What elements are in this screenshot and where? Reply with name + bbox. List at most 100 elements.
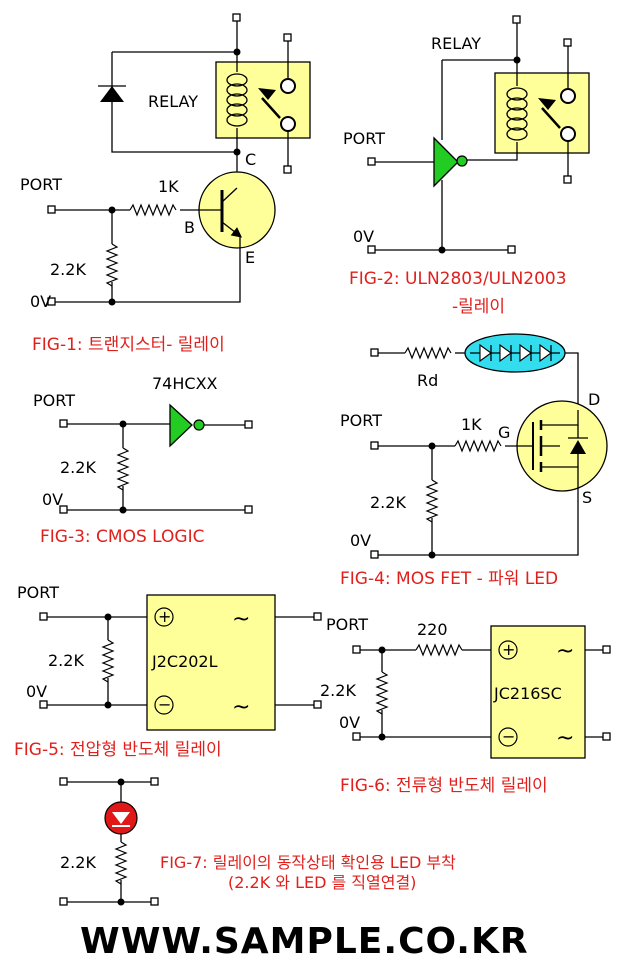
- fig4-source-label: S: [582, 488, 592, 507]
- fig5-port-label: PORT: [17, 583, 59, 602]
- fig5-plus-label: +: [158, 607, 171, 626]
- fig4-caption: FIG-4: MOS FET - 파워 LED: [340, 569, 558, 589]
- fig1-transistor-relay: RELAY C B E PORT 1K 2.2K 0V FIG-1: 트랜지스터…: [20, 13, 311, 355]
- terminal[interactable]: [512, 15, 521, 24]
- mosfet: [505, 400, 608, 492]
- terminal[interactable]: [47, 297, 56, 306]
- minus-terminal: [498, 727, 518, 747]
- fig6-minus-label: −: [502, 727, 515, 746]
- fig3-cmos-logic: PORT 74HCXX 2.2K 0V FIG-3: CMOS LOGIC: [33, 374, 253, 547]
- fig6-caption: FIG-6: 전류형 반도체 릴레이: [340, 776, 548, 796]
- relay-coil: [226, 73, 248, 127]
- uln-buffer-gate: [433, 136, 468, 188]
- terminal[interactable]: [59, 505, 68, 514]
- fig3-rpull-label: 2.2K: [60, 458, 96, 477]
- terminal[interactable]: [39, 700, 48, 709]
- terminal[interactable]: [283, 33, 292, 42]
- fig7-caption-line2: (2.2K 와 LED 를 직열연결): [228, 873, 416, 892]
- fig6-current-ssr: + − ~ ~ JC216SC PORT 220 2.2K 0V FIG-6: …: [320, 615, 611, 796]
- fig1-ground-label: 0V: [30, 292, 51, 311]
- fig4-drain-label: D: [588, 390, 600, 409]
- fig5-ac1-label: ~: [232, 607, 250, 632]
- relay-coil: [506, 87, 528, 141]
- fig2-ground-label: 0V: [353, 227, 374, 246]
- fig1-caption: FIG-1: 트랜지스터- 릴레이: [32, 335, 225, 355]
- terminal[interactable]: [602, 732, 611, 741]
- fig6-chip-label: JC216SC: [493, 684, 562, 703]
- fig6-rseries-label: 220: [417, 620, 448, 639]
- terminal[interactable]: [602, 645, 611, 654]
- terminal[interactable]: [352, 645, 361, 654]
- terminal[interactable]: [150, 777, 159, 786]
- fig1-relay-label: RELAY: [148, 92, 198, 111]
- fig1-rbase-label: 1K: [158, 177, 179, 196]
- relay-box: [494, 72, 590, 154]
- plus-terminal: [154, 607, 174, 627]
- terminal[interactable]: [313, 700, 322, 709]
- fig3-caption: FIG-3: CMOS LOGIC: [40, 527, 204, 547]
- fig6-plus-label: +: [502, 640, 515, 659]
- terminal[interactable]: [59, 897, 68, 906]
- terminal[interactable]: [563, 38, 572, 47]
- terminal[interactable]: [367, 157, 376, 166]
- npn-transistor: [198, 171, 276, 249]
- fig2-caption-line2: -릴레이: [452, 297, 505, 317]
- fig3-port-label: PORT: [33, 391, 75, 410]
- fig5-chip-label: J2C202L: [151, 652, 218, 671]
- fig4-rpull-label: 2.2K: [370, 493, 406, 512]
- fig4-gate-label: G: [498, 423, 510, 442]
- fig4-port-label: PORT: [340, 411, 382, 430]
- fig5-ground-label: 0V: [26, 682, 47, 701]
- relay-contacts: [538, 43, 576, 178]
- terminal[interactable]: [283, 165, 292, 174]
- terminal[interactable]: [244, 420, 253, 429]
- fig1-rpull-label: 2.2K: [50, 260, 86, 279]
- terminal[interactable]: [232, 13, 241, 22]
- minus-terminal: [154, 695, 174, 715]
- fig2-caption-line1: FIG-2: ULN2803/ULN2003: [349, 269, 567, 289]
- fig1-collector-label: C: [245, 150, 256, 169]
- fig6-rpull-label: 2.2K: [320, 681, 356, 700]
- fig5-voltage-ssr: + − ~ ~ J2C202L PORT 2.2K 0V FIG-5: 전압형 …: [14, 583, 322, 760]
- terminal[interactable]: [352, 732, 361, 741]
- fig6-port-label: PORT: [326, 615, 368, 634]
- terminal[interactable]: [313, 612, 322, 621]
- power-led-string: [464, 333, 566, 373]
- terminal[interactable]: [47, 205, 56, 214]
- fig3-ic-label: 74HCXX: [152, 374, 218, 393]
- terminal[interactable]: [150, 897, 159, 906]
- flyback-diode: [98, 85, 126, 102]
- terminal[interactable]: [370, 441, 379, 450]
- terminal[interactable]: [367, 245, 376, 254]
- fig4-rgate-label: 1K: [461, 415, 482, 434]
- fig2-relay-label: RELAY: [431, 34, 481, 53]
- relay-contacts: [258, 38, 296, 168]
- fig6-ac2-label: ~: [556, 726, 574, 751]
- fig3-ground-label: 0V: [42, 490, 63, 509]
- fig2-port-label: PORT: [343, 129, 385, 148]
- fig2-uln-relay: RELAY PORT 0V FIG-2: ULN2803/ULN2003 -릴레…: [343, 15, 590, 317]
- fig4-mosfet-power-led: Rd PORT 1K G D S 2.2K 0V FIG-4: MOS FET …: [340, 333, 608, 589]
- terminal[interactable]: [370, 348, 379, 357]
- plus-terminal: [498, 640, 518, 660]
- fig1-port-label: PORT: [20, 175, 62, 194]
- fig1-emitter-label: E: [245, 248, 255, 267]
- terminal[interactable]: [507, 245, 516, 254]
- fig7-r-label: 2.2K: [60, 853, 96, 872]
- fig6-ac1-label: ~: [556, 639, 574, 664]
- fig5-minus-label: −: [158, 695, 171, 714]
- terminal[interactable]: [59, 419, 68, 428]
- terminal[interactable]: [244, 505, 253, 514]
- terminal[interactable]: [39, 612, 48, 621]
- terminal[interactable]: [370, 550, 379, 559]
- status-led: [104, 801, 138, 835]
- fig7-status-led: 2.2K FIG-7: 릴레이의 동작상태 확인용 LED 부착 (2.2K 와…: [59, 777, 456, 906]
- fig5-rpull-label: 2.2K: [48, 651, 84, 670]
- fig7-caption-line1: FIG-7: 릴레이의 동작상태 확인용 LED 부착: [160, 853, 456, 872]
- fig1-base-label: B: [184, 218, 195, 237]
- terminal[interactable]: [59, 777, 68, 786]
- terminal[interactable]: [563, 175, 572, 184]
- fig5-ac2-label: ~: [232, 695, 250, 720]
